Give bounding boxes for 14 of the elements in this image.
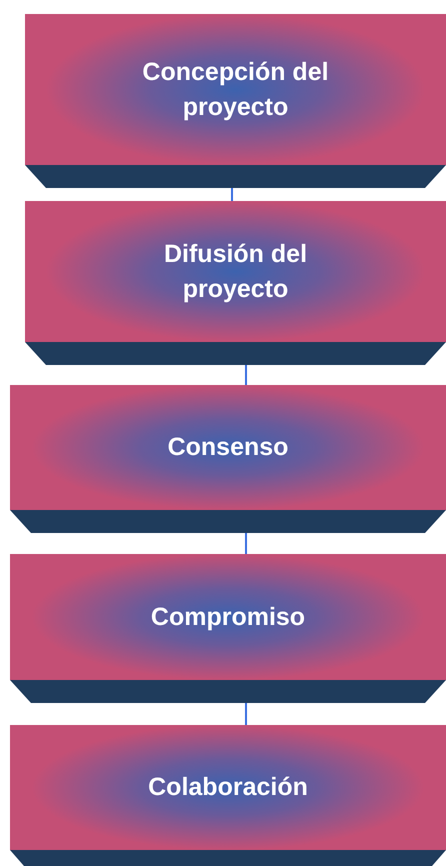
process-box — [25, 14, 446, 188]
process-box — [10, 725, 446, 866]
box-label: Concepción del proyecto — [141, 56, 330, 122]
connector-line — [245, 365, 247, 385]
box-label: Compromiso — [150, 602, 306, 632]
process-box — [10, 385, 446, 533]
connector-line — [245, 703, 247, 725]
process-box — [10, 554, 446, 703]
connector-line — [245, 533, 247, 554]
process-box — [25, 201, 446, 365]
connector-line — [231, 188, 233, 201]
box-label: Consenso — [168, 432, 288, 463]
box-label: Difusión del proyecto — [162, 238, 308, 304]
box-label: Colaboración — [148, 772, 308, 803]
